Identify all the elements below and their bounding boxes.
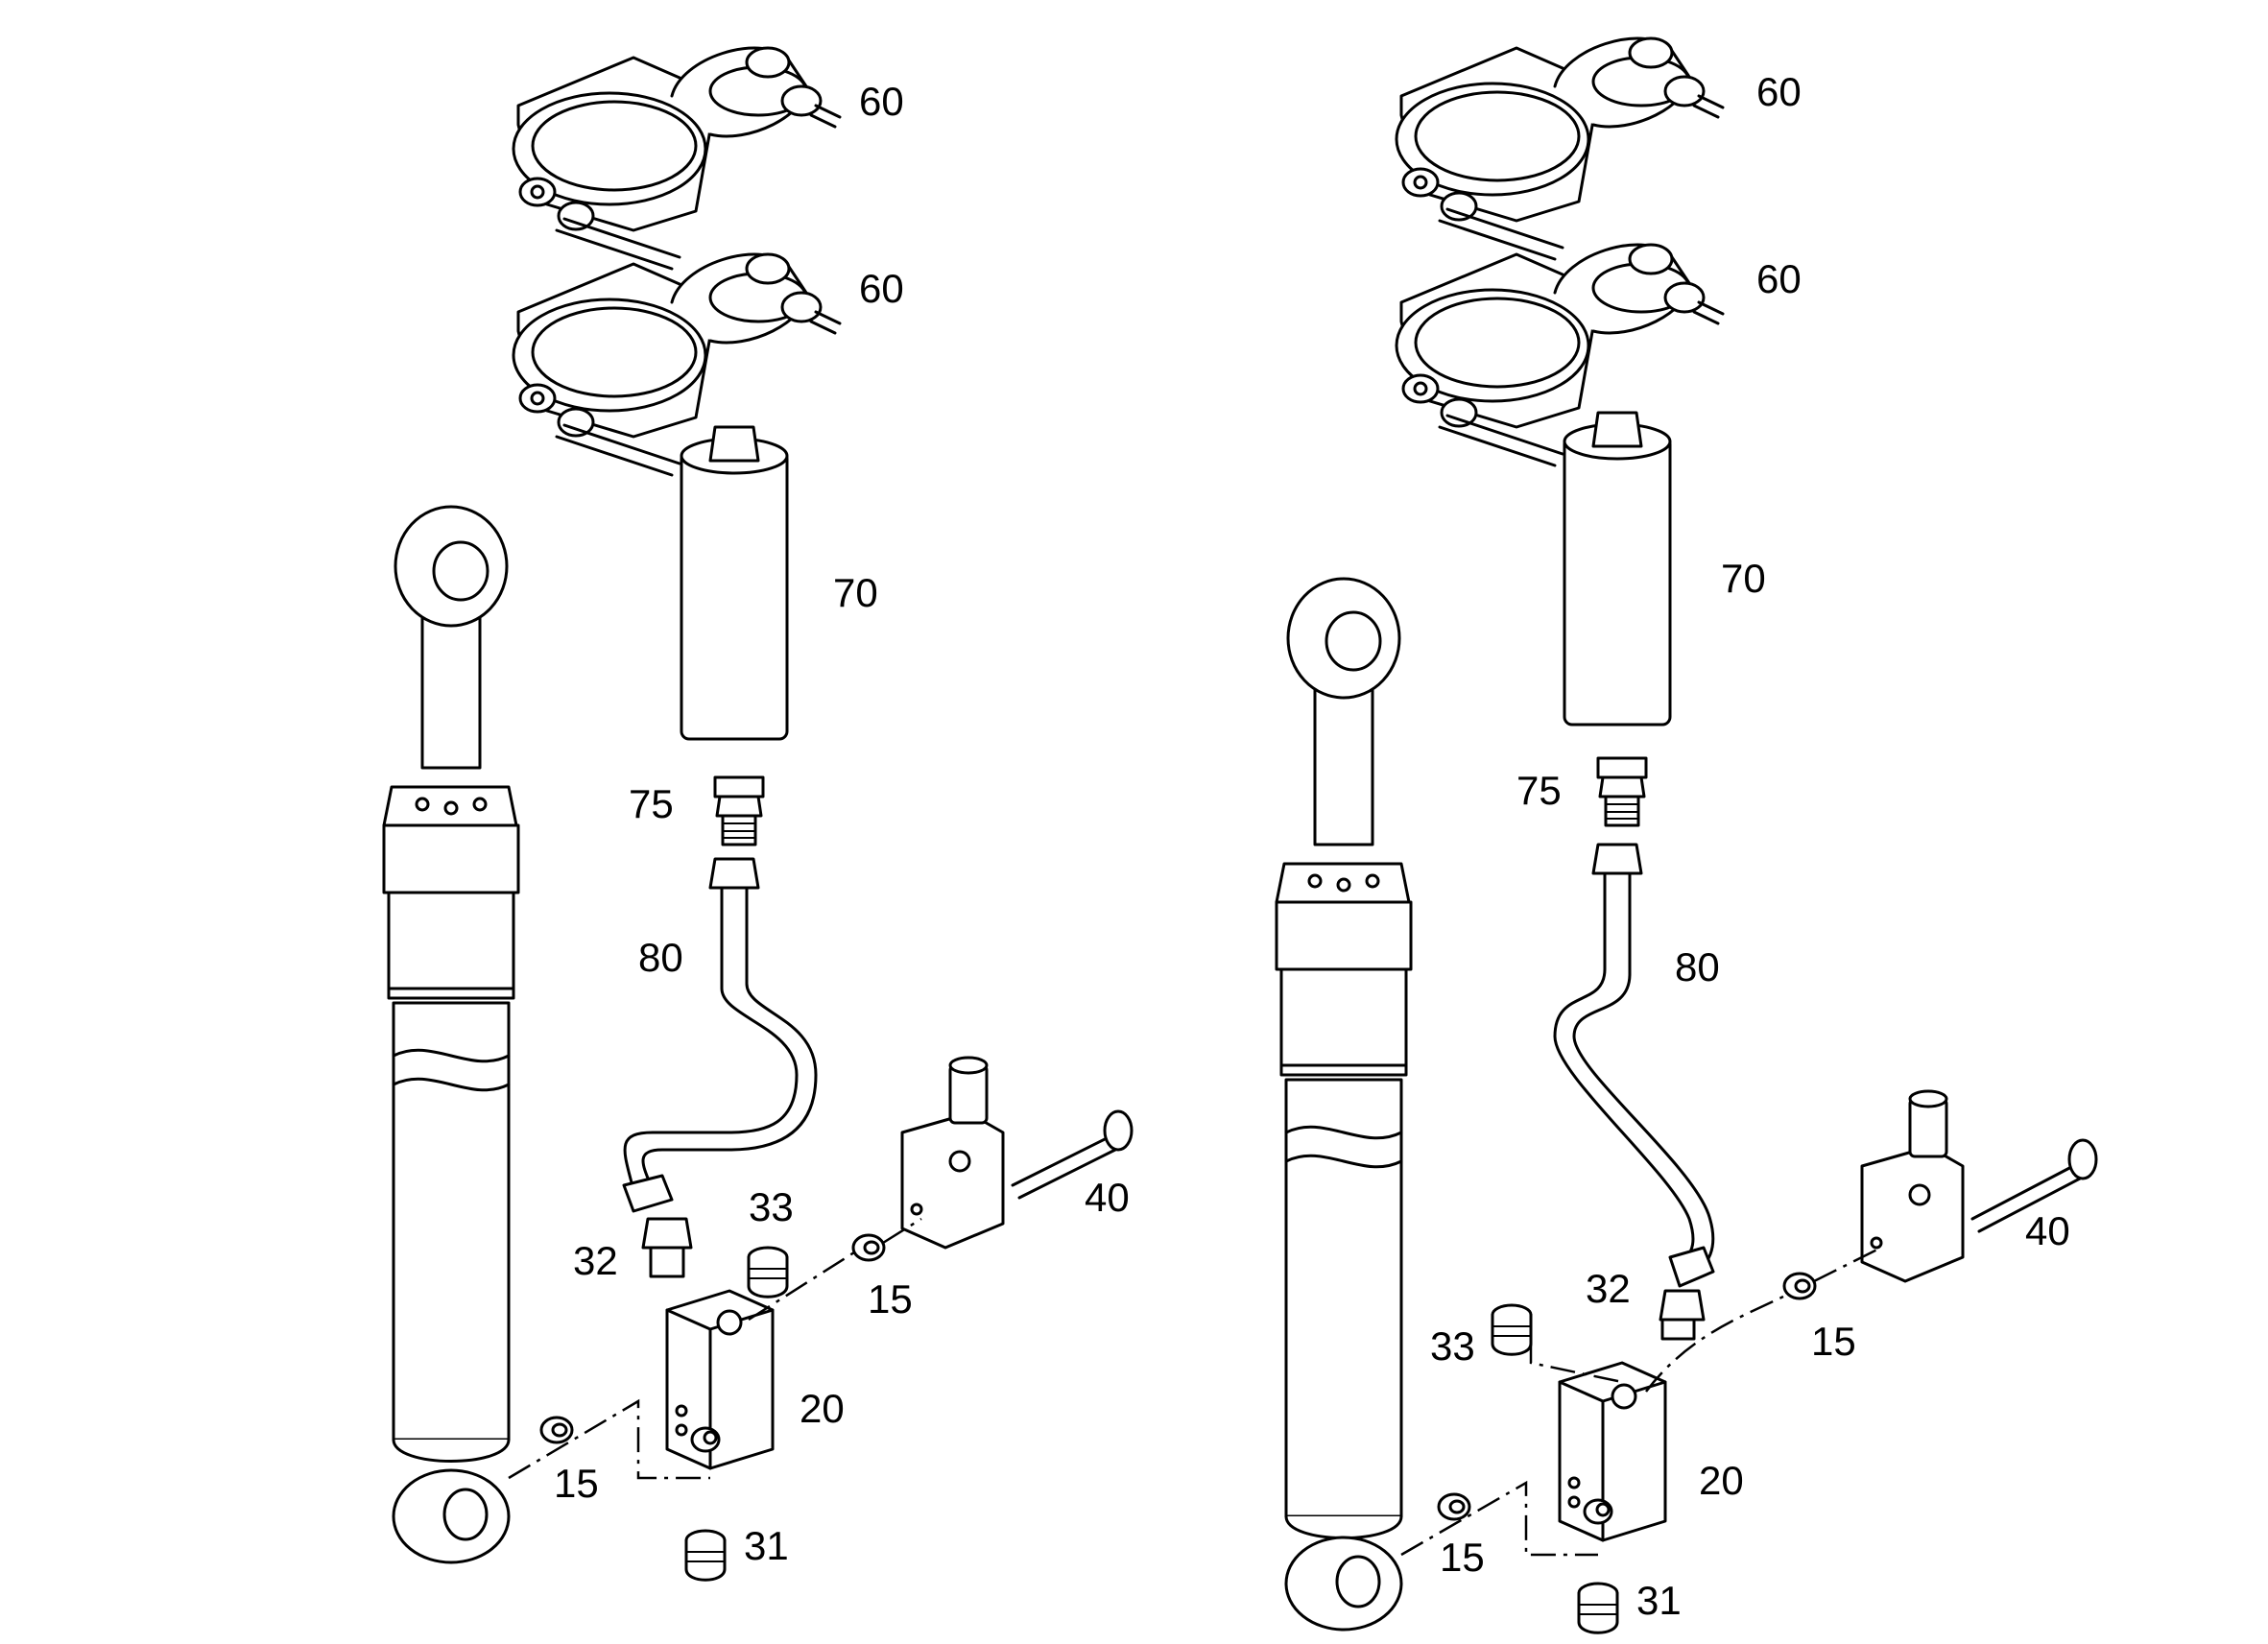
cylinder-right [1275, 577, 1413, 1632]
valve-right [1860, 1089, 1965, 1283]
clamp-lower-left [512, 252, 842, 477]
assembly-right [1275, 36, 2098, 1634]
label-left-plug-top: 33 [749, 1184, 794, 1229]
label-left-fitting: 32 [573, 1238, 618, 1283]
label-right-valve-bolt: 40 [2025, 1208, 2070, 1253]
label-right-washer-cylinder: 15 [1440, 1535, 1485, 1580]
label-right-plug-top: 33 [1430, 1323, 1475, 1369]
clamp-lower-right [1395, 243, 1725, 467]
label-right-pipe: 80 [1675, 944, 1720, 989]
valve-block-right [1558, 1361, 1667, 1542]
labels-right: 60 60 70 75 80 32 40 33 15 20 15 31 [1430, 69, 2070, 1623]
label-right-accumulator: 70 [1721, 556, 1766, 601]
pipe-left [622, 857, 818, 1213]
fitting-right [1659, 1289, 1706, 1341]
accumulator-left [680, 425, 789, 741]
label-right-washer-valve: 15 [1811, 1319, 1856, 1364]
plug-top-left [747, 1246, 789, 1299]
label-left-accumulator: 70 [833, 570, 878, 615]
cylinder-left [382, 505, 520, 1564]
label-left-plug-bottom: 31 [744, 1523, 789, 1568]
fitting-left [641, 1217, 693, 1278]
washer-cylinder-right [1437, 1492, 1471, 1521]
pipe-right [1553, 843, 1715, 1288]
label-left-washer-cylinder: 15 [554, 1461, 599, 1506]
label-right-clamp-upper: 60 [1756, 69, 1802, 114]
clamp-upper-right [1395, 36, 1725, 261]
washer-valve-right [1782, 1272, 1817, 1300]
label-left-adapter: 75 [629, 781, 674, 826]
label-left-pipe: 80 [638, 935, 683, 980]
assembly-left [382, 46, 1134, 1582]
plug-top-right [1491, 1303, 1533, 1356]
accumulator-right [1563, 411, 1672, 727]
bolt-left [1011, 1109, 1134, 1200]
washer-valve-left [851, 1233, 886, 1262]
valve-block-left [665, 1289, 775, 1470]
adapter-right [1596, 756, 1648, 827]
label-left-valve-bolt: 40 [1085, 1175, 1130, 1220]
labels-left: 60 60 70 75 80 33 40 32 15 20 15 31 [554, 79, 1130, 1568]
label-right-clamp-lower: 60 [1756, 256, 1802, 301]
label-right-adapter: 75 [1516, 768, 1562, 813]
label-right-fitting: 32 [1586, 1266, 1631, 1311]
clamp-upper-left [512, 46, 842, 271]
plug-bottom-right [1577, 1582, 1619, 1634]
label-left-block: 20 [800, 1386, 845, 1431]
valve-left [900, 1056, 1005, 1250]
adapter-left [713, 775, 765, 846]
label-right-plug-bottom: 31 [1636, 1578, 1682, 1623]
bolt-right [1970, 1138, 2098, 1233]
plug-bottom-left [684, 1529, 727, 1582]
label-right-block: 20 [1699, 1458, 1744, 1503]
label-left-clamp-upper: 60 [859, 79, 904, 124]
label-left-clamp-lower: 60 [859, 266, 904, 311]
washer-cylinder-left [539, 1416, 574, 1444]
label-left-washer-valve: 15 [868, 1276, 913, 1322]
